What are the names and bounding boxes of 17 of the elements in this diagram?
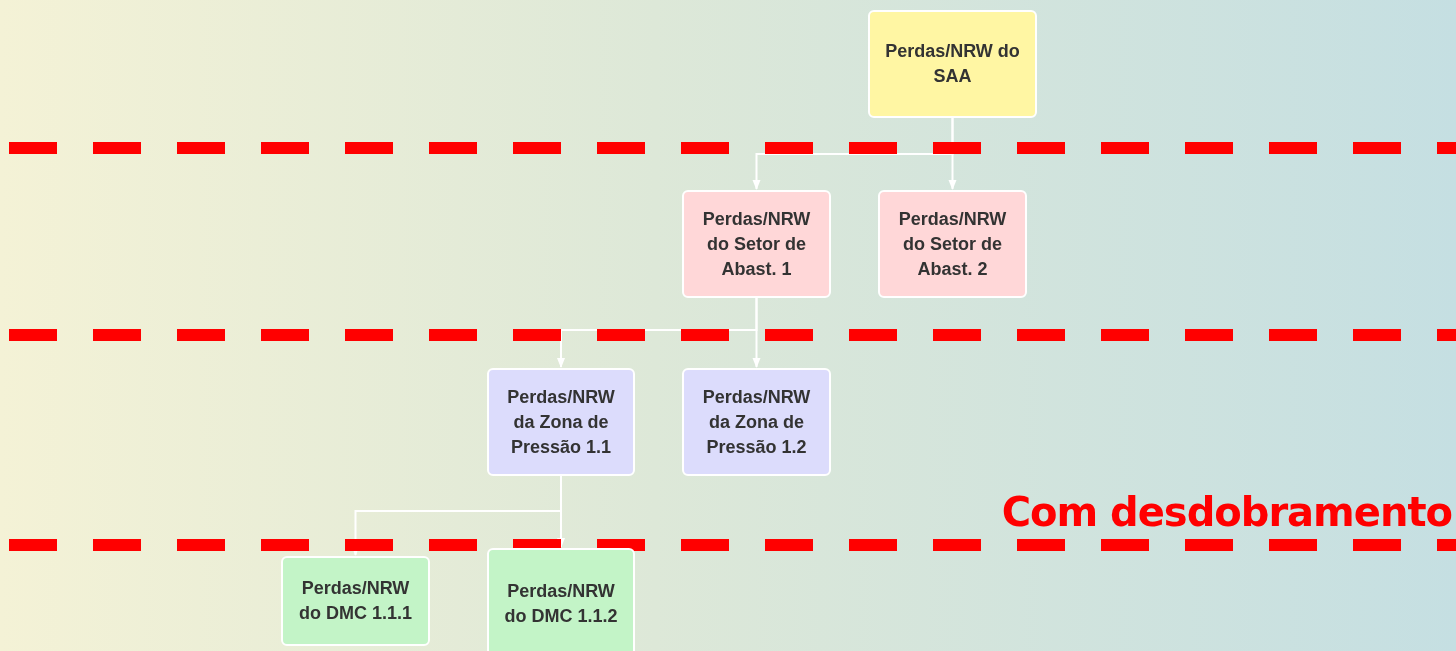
process-box — [878, 190, 1027, 298]
connector-arrow — [948, 117, 957, 190]
process-box — [682, 190, 831, 298]
box-text: Perdas/NRW do DMC 1.1.2 — [503, 580, 619, 628]
process-box — [868, 10, 1037, 118]
connector-arrow — [752, 297, 761, 368]
section-label: Com desdobramento — [1001, 488, 1452, 537]
box-text: Perdas/NRW do DMC 1.1.1 — [298, 577, 413, 625]
process-box — [682, 368, 831, 476]
box-text: Perdas/NRW do Setor de Abast. 2 — [897, 207, 1008, 281]
process-box — [487, 548, 635, 651]
process-box — [281, 556, 430, 646]
process-box — [487, 368, 635, 476]
box-text: Perdas/NRW do SAA — [884, 40, 1021, 88]
box-text: Perdas/NRW da Zona de Pressão 1.2 — [701, 385, 812, 459]
box-text: Perdas/NRW da Zona de Pressão 1.1 — [506, 385, 616, 459]
box-text: Perdas/NRW do Setor de Abast. 1 — [701, 207, 812, 281]
